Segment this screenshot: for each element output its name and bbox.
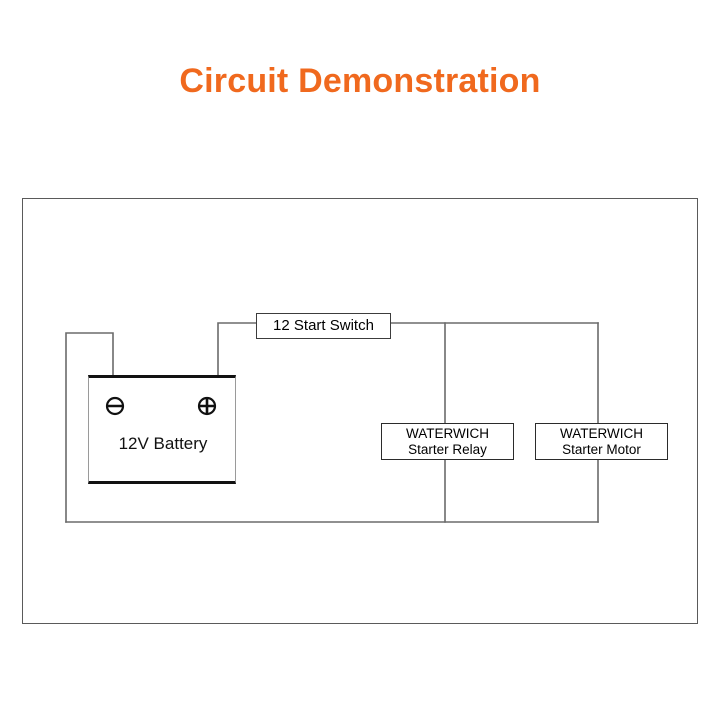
starter-motor-label: Starter Motor (562, 442, 641, 457)
starter-relay-component[interactable]: WATERWICH Starter Relay (381, 423, 514, 460)
starter-motor-brand: WATERWICH (560, 426, 643, 441)
battery-component[interactable]: 12V Battery (88, 375, 236, 484)
battery-positive-terminal-icon (197, 396, 217, 416)
start-switch-component[interactable]: 12 Start Switch (256, 313, 391, 339)
battery-label: 12V Battery (118, 434, 208, 453)
page-title: Circuit Demonstration (179, 62, 541, 100)
starter-relay-label: Starter Relay (408, 442, 487, 457)
starter-relay-brand: WATERWICH (406, 426, 489, 441)
battery-negative-terminal-icon (105, 396, 125, 416)
starter-motor-component[interactable]: WATERWICH Starter Motor (535, 423, 668, 460)
start-switch-label: 12 Start Switch (273, 317, 374, 334)
